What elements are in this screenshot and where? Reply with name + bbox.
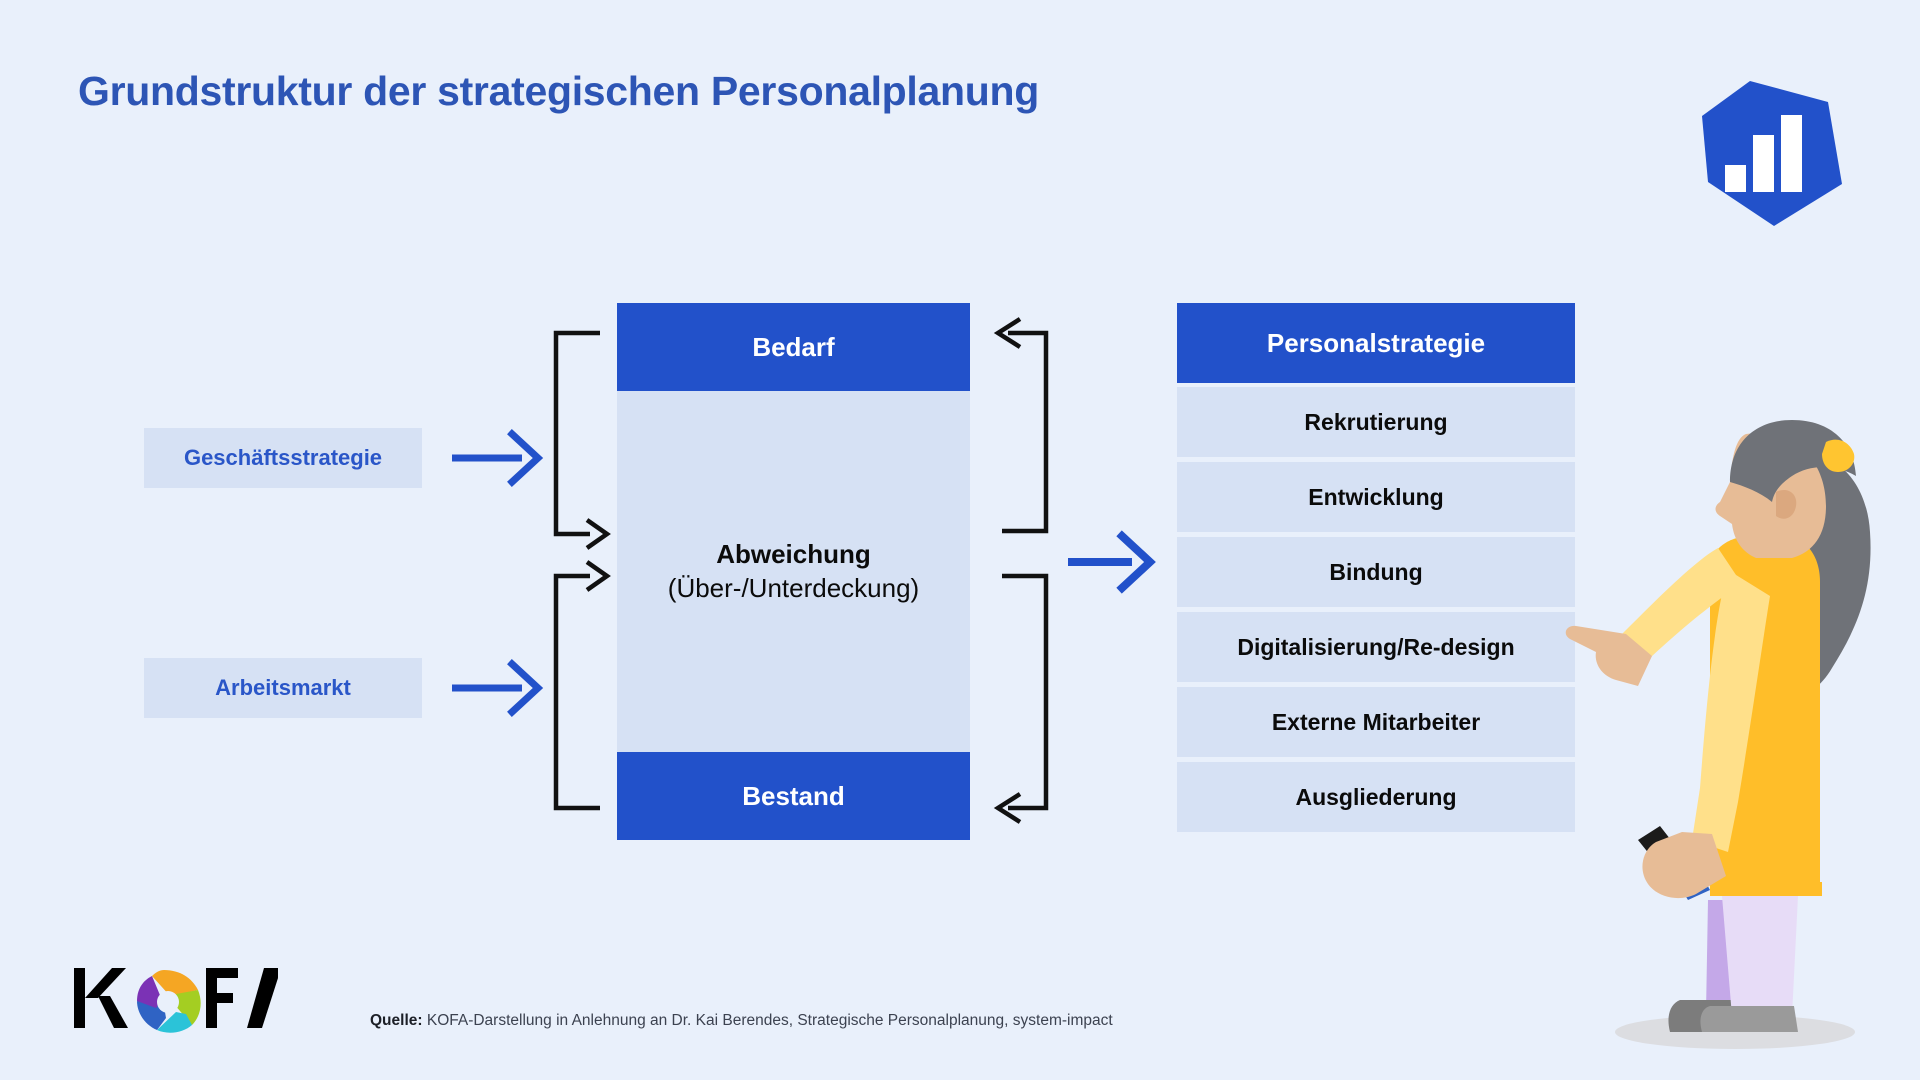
input-box-geschaeftsstrategie: Geschäftsstrategie (144, 428, 422, 488)
badge-bar-2 (1753, 135, 1774, 192)
strategy-item-label: Entwicklung (1308, 483, 1444, 510)
sleeve-lowered (1692, 570, 1770, 852)
strategy-item-ausgliederung: Ausgliederung (1177, 762, 1575, 832)
arrow-to-personalstrategie (1068, 530, 1156, 594)
bestand-box: Bestand (617, 752, 970, 840)
bedarf-label: Bedarf (752, 331, 835, 362)
bestand-label: Bestand (742, 780, 845, 811)
shoe-front (1700, 1006, 1798, 1032)
strategy-item-label: Ausgliederung (1295, 783, 1457, 810)
badge-svg (1702, 81, 1842, 226)
personalstrategie-column: Personalstrategie Rekrutierung Entwicklu… (1177, 303, 1575, 837)
pointing-hand (1565, 625, 1652, 686)
waistband (1710, 882, 1822, 896)
gap-analysis-stack: Bedarf Abweichung (Über-/Unterdeckung) B… (617, 303, 970, 840)
bracket-abweichung-to-bedarf (993, 317, 1049, 534)
kofa-logo-svg (74, 968, 278, 1033)
bracket-bedarf-to-abweichung (553, 330, 611, 550)
strategy-item-bindung: Bindung (1177, 537, 1575, 607)
input-label: Geschäftsstrategie (183, 445, 383, 470)
arrow-arbeitsmarkt (452, 659, 544, 717)
hairband (1822, 439, 1855, 472)
kofa-letter-k (74, 968, 128, 1028)
personalstrategie-header-label: Personalstrategie (1266, 327, 1486, 358)
source-citation: Quelle: KOFA-Darstellung in Anlehnung an… (370, 1012, 1113, 1030)
abweichung-subtitle: (Über-/Unterdeckung) (667, 572, 920, 603)
hair (1730, 420, 1856, 502)
personalstrategie-header: Personalstrategie (1177, 303, 1575, 383)
bar-chart-badge-icon (1700, 78, 1845, 228)
input-box-arbeitsmarkt: Arbeitsmarkt (144, 658, 422, 718)
bedarf-box: Bedarf (617, 303, 970, 391)
strategy-item-rekrutierung: Rekrutierung (1177, 387, 1575, 457)
strategy-item-label: Externe Mitarbeiter (1271, 708, 1481, 735)
badge-bar-3 (1781, 115, 1802, 192)
source-prefix: Quelle: (370, 1012, 423, 1029)
kofa-letter-a (247, 968, 278, 1028)
abweichung-title: Abweichung (716, 539, 871, 570)
holding-hand (1642, 832, 1726, 899)
woman-pointing-illustration (1560, 420, 1920, 1060)
input-label: Arbeitsmarkt (215, 675, 351, 700)
badge-bar-1 (1725, 165, 1746, 192)
abweichung-box: Abweichung (Über-/Unterdeckung) (617, 391, 970, 752)
strategy-item-externe-mitarbeiter: Externe Mitarbeiter (1177, 687, 1575, 757)
arrow-geschaeftsstrategie (452, 429, 544, 487)
page-title: Grundstruktur der strategischen Personal… (78, 68, 1039, 114)
strategy-item-entwicklung: Entwicklung (1177, 462, 1575, 532)
strategy-item-label: Digitalisierung/Re-design (1237, 633, 1515, 660)
bracket-abweichung-to-bestand (993, 573, 1049, 824)
strategy-item-label: Rekrutierung (1304, 408, 1448, 435)
kofa-letter-f (206, 968, 238, 1028)
illustration-svg (1565, 420, 1871, 1049)
ear (1776, 489, 1797, 519)
bracket-bestand-to-abweichung (553, 560, 611, 811)
source-text: KOFA-Darstellung in Anlehnung an Dr. Kai… (422, 1012, 1113, 1029)
strategy-item-digitalisierung: Digitalisierung/Re-design (1177, 612, 1575, 682)
kofa-logo (72, 962, 280, 1034)
strategy-item-label: Bindung (1329, 558, 1423, 585)
kofa-aperture-icon (137, 970, 201, 1033)
leg-front (1722, 896, 1798, 1016)
